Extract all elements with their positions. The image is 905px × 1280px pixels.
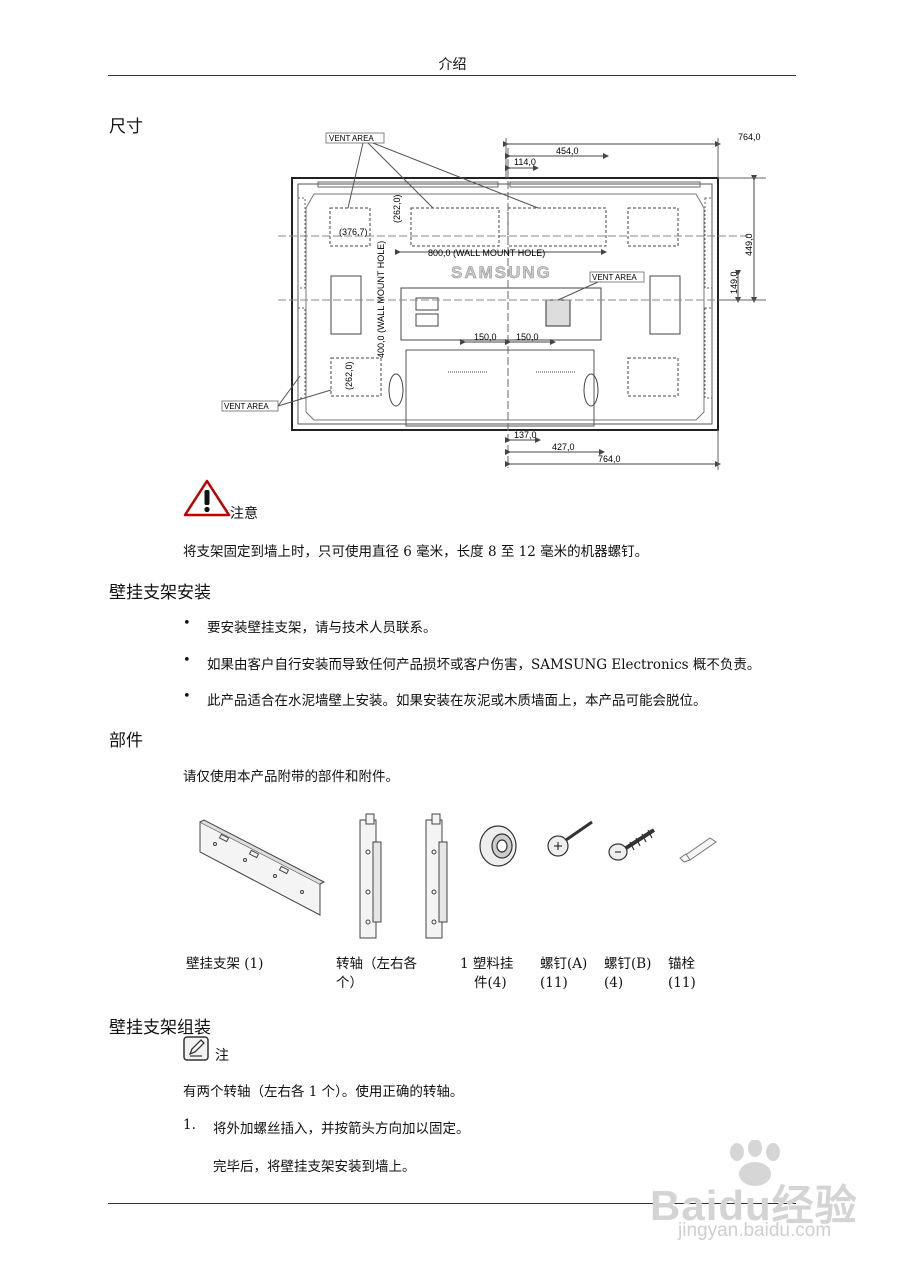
dim-right-149: 149,0 [729,271,739,294]
wall-mount-800: 800,0 (WALL MOUNT HOLE) [428,248,545,258]
dimensions-heading: 尺寸 [109,117,143,137]
dim-262-upper: (262,0) [392,194,402,223]
caption-hinge-1: 转轴（左右各 [336,956,417,972]
dim-150-right: 150,0 [516,332,539,342]
assembly-heading: 壁挂支架组装 [109,1018,211,1038]
caption-plastic-2: 件(4) [474,975,507,991]
parts-intro: 请仅使用本产品附带的部件和附件。 [183,769,399,785]
dim-bottom-764: 764,0 [598,454,621,464]
vent-area-left-label: VENT AREA [224,402,269,411]
wall-mount-400: 400,0 (WALL MOUNT HOLE) [376,241,386,358]
hinge-right-image [425,813,448,939]
vent-area-top-label: VENT AREA [329,134,374,143]
brand-logo: SAMSUNG [451,263,552,282]
caption-screw-a-2: (11) [540,975,568,991]
dim-right-449: 449,0 [744,233,754,256]
dimension-drawing: 764,0 454,0 114,0 VENT AREA (376,7) (262… [221,132,766,470]
caption-screw-b-2: (4) [604,975,624,991]
caption-screw-a-1: 螺钉(A) [540,956,588,972]
note-label: 注 [215,1048,229,1064]
install-item-2: 如果由客户自行安装而导致任何产品损坏或客户伤害，SAMSUNG Electron… [207,657,761,673]
step-subtext: 完毕后，将壁挂支架安装到墙上。 [213,1159,416,1175]
parts-heading: 部件 [109,731,143,751]
install-item-3: 此产品适合在水泥墙壁上安装。如果安装在灰泥或木质墙面上，本产品可能会脱位。 [207,693,707,709]
step-number: 1. [183,1117,196,1133]
warning-icon [183,479,231,517]
caption-hinge-2: 个） [336,975,363,991]
vent-upper-left [329,207,371,247]
plastic-hanger-image [479,825,517,867]
step-text: 将外加螺丝插入，并按箭头方向加以固定。 [213,1121,470,1137]
dim-top-114: 114,0 [514,157,536,167]
caption-wall-bracket: 壁挂支架 (1) [186,956,264,972]
watermark-url: jingyan.baidu.com [678,1220,832,1241]
wall-mount-install-heading: 壁挂支架安装 [109,583,211,603]
screw-a-image [547,820,593,857]
note-icon [183,1036,209,1061]
dim-bottom-427: 427,0 [552,442,575,452]
note-text: 有两个转轴（左右各 1 个）。使用正确的转轴。 [183,1084,464,1100]
dim-376: (376,7) [339,227,368,237]
dim-bottom-137: 137,0 [514,430,537,440]
paw-icon [730,1140,780,1186]
footer-rule [108,1203,796,1204]
anchor-image [679,837,717,863]
bullet-icon: • [183,616,191,631]
dim-top-764: 764,0 [738,132,761,142]
caption-plastic-1: 1 塑料挂 [460,956,514,972]
wall-bracket-image [199,819,326,916]
screw-b-image [608,828,656,861]
caption-anchor-2: (11) [668,975,696,991]
monitor-outline [291,177,719,431]
parts-illustration [199,813,717,939]
header-rule [108,75,796,76]
bullet-icon: • [183,653,191,668]
watermark-logo: Baidu经验 [650,1182,858,1229]
dim-150-left: 150,0 [474,332,497,342]
caption-screw-b-1: 螺钉(B) [604,956,652,972]
page-header: 介绍 [438,57,467,73]
caption-anchor-1: 锚栓 [668,956,695,972]
bullet-icon: • [183,689,191,704]
caution-text: 将支架固定到墙上时，只可使用直径 6 毫米，长度 8 至 12 毫米的机器螺钉。 [183,544,649,560]
install-item-1: 要安装壁挂支架，请与技术人员联系。 [207,620,437,636]
dim-top-454: 454,0 [556,146,579,156]
vent-area-right-label: VENT AREA [592,273,637,282]
hinge-left-image [359,813,382,939]
dim-262-lower: (262,0) [344,361,354,390]
caution-label: 注意 [230,506,258,522]
